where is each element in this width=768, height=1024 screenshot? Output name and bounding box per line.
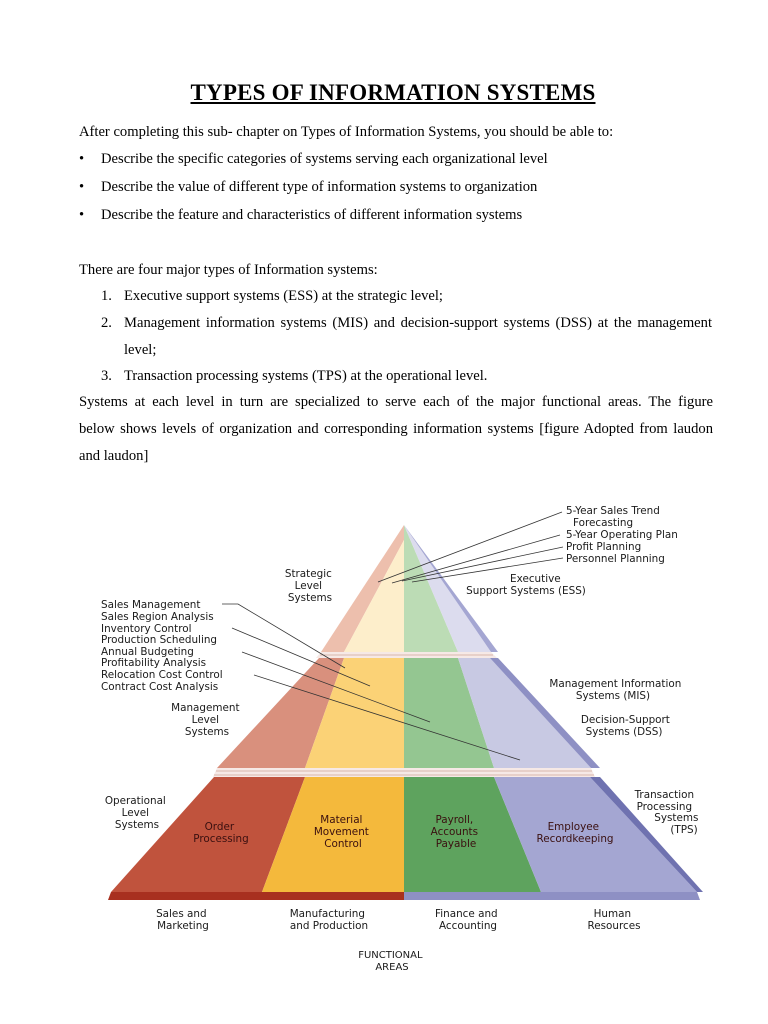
ess-examples: 5-Year Sales Trend Forecasting 5-Year Op… [566,505,681,565]
mgmt-manufacturing-segment [305,658,404,768]
paragraph-line: below shows levels of organization and c… [79,421,713,437]
list-number: 1. [101,288,112,304]
page-title: TYPES OF INFORMATION SYSTEMS [190,80,596,105]
strategic-sales-segment [321,525,404,652]
strategic-level-label: Strategic Level Systems [285,568,335,604]
list-text: Executive support systems (ESS) at the s… [124,288,443,304]
list-number: 2. [101,315,112,331]
employee-recordkeeping-label: Employee Recordkeeping [537,821,614,845]
dss-label: Decision-Support Systems (DSS) [581,714,673,738]
types-intro: There are four major types of Informatio… [79,262,378,278]
mgmt-sales-segment [217,658,344,768]
ops-right-edge [590,777,703,892]
paragraph-line: and laudon] [79,448,149,464]
bullet-dot: • [79,207,85,223]
management-examples: Sales Management Sales Region Analysis I… [101,599,226,693]
bullet-dot: • [79,179,85,195]
pyramid-base-strip [108,892,404,900]
area-sales-marketing: Sales and Marketing [156,908,210,932]
bullet-text: Describe the value of different type of … [101,179,538,195]
strategic-right-edge [404,525,498,652]
ops-hr-segment [494,777,697,892]
intro-text: After completing this sub- chapter on Ty… [79,124,614,140]
mgmt-right-edge [490,658,600,768]
ops-finance-segment [404,777,541,892]
mgmt-finance-segment [404,658,494,768]
mis-label: Management Information Systems (MIS) [549,678,684,702]
strategic-manufacturing-segment [344,540,404,652]
leader-lines [222,511,564,761]
bullet-text: Describe the feature and characteristics… [101,207,523,223]
level-separator [213,768,595,777]
ess-label: Executive Support Systems (ESS) [466,573,586,597]
list-text: Management information systems (MIS) and… [124,315,712,331]
area-finance: Finance and Accounting [435,908,501,932]
ops-sales-segment [111,777,305,892]
material-movement-label: Material Movement Control [314,814,372,850]
bullet-text: Describe the specific categories of syst… [101,151,548,167]
paragraph-line: Systems at each level in turn are specia… [79,394,713,410]
management-level-label: Management Level Systems [171,702,243,738]
payroll-label: Payroll, Accounts Payable [431,814,482,850]
functional-areas-caption: FUNCTIONAL AREAS [358,950,426,973]
list-text-continued: level; [124,342,157,358]
tps-label: Transaction Processing Systems (TPS) [634,789,702,836]
operational-level-label: Operational Level Systems [105,795,169,831]
bullet-dot: • [79,151,85,167]
pyramid-base-shadow [404,892,700,900]
list-number: 3. [101,368,112,384]
mgmt-hr-segment [458,658,591,768]
area-manufacturing: Manufacturing and Production [290,908,369,932]
order-processing-label: Order Processing [193,821,248,845]
list-text: Transaction processing systems (TPS) at … [124,368,488,384]
ops-manufacturing-segment [262,777,404,892]
area-human-resources: Human Resources [587,908,640,932]
